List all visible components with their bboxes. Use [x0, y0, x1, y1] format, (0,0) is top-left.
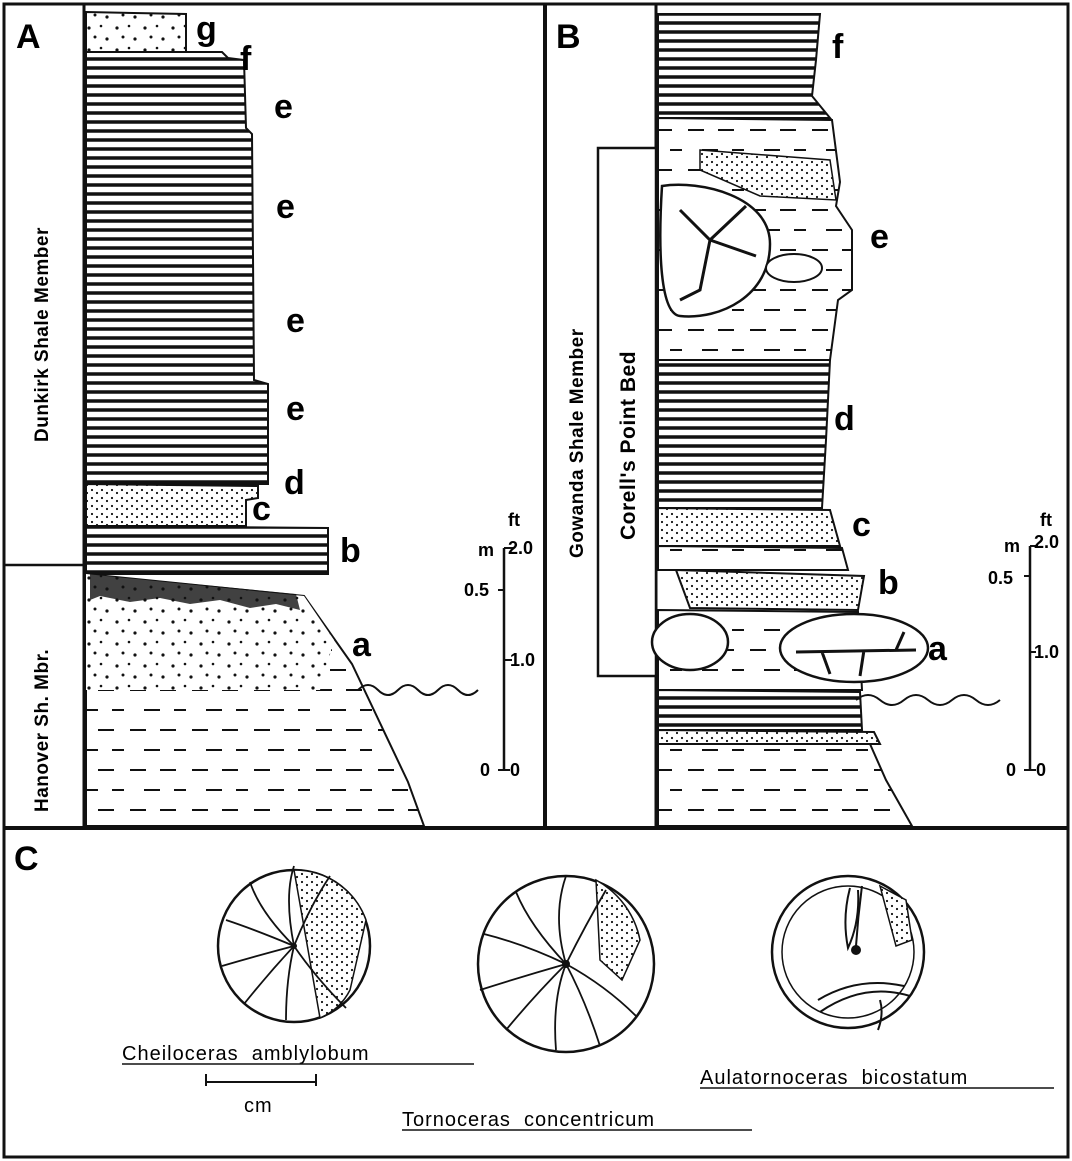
scale-bar-b: ft m 2.0 0.5 1.0 0 0 [988, 510, 1059, 780]
bed-label-d: d [284, 464, 305, 502]
bed-label-a: a [352, 626, 372, 664]
gowanda-shale-member-label: Gowanda Shale Member [567, 328, 588, 558]
bed-label-b-e: e [870, 218, 889, 256]
scale-a-ft-0: 0 [510, 760, 520, 780]
bed-label-b-c: c [852, 506, 871, 544]
dunkirk-shale-column [86, 52, 268, 484]
shale-bed-d [658, 360, 830, 508]
panel-c-letter: C [14, 840, 39, 878]
scale-b-m-05: 0.5 [988, 568, 1013, 588]
scale-bar-a: ft m 2.0 0.5 1.0 0 0 [464, 510, 535, 780]
bed-g-lens [86, 12, 186, 52]
sand-lenses-b [676, 570, 864, 610]
upper-shale-f [658, 14, 830, 118]
hanover-shale-member-label: Hanover Sh. Mbr. [32, 649, 53, 812]
bed-label-b-f: f [832, 28, 844, 66]
cm-scale-label: cm [244, 1095, 273, 1117]
lower-shale-b [658, 690, 862, 730]
dunkirk-shale-member-label: Dunkirk Shale Member [32, 227, 53, 442]
scale-b-ft-0: 0 [1036, 760, 1046, 780]
species-label-aulatornoceras: Aulatornoceras bicostatum [700, 1067, 968, 1089]
bed-label-g: g [196, 10, 217, 48]
bed-label-e-1: e [274, 88, 293, 126]
bed-label-c: c [252, 490, 271, 528]
scale-b-ft-2: 2.0 [1034, 532, 1059, 552]
panel-b-letter: B [556, 18, 581, 56]
scale-b-ft-label: ft [1040, 510, 1052, 530]
tornoceras-fossil-drawing [478, 876, 654, 1052]
bed-label-b-b: b [878, 564, 899, 602]
panel-a: A Dunkirk Shale Member Hanover Sh. Mbr. … [4, 4, 535, 828]
aulatornoceras-fossil-drawing [772, 876, 924, 1030]
scale-a-m-05: 0.5 [464, 580, 489, 600]
concretion-a-left [652, 614, 728, 670]
cheiloceras-fossil-drawing [218, 866, 370, 1022]
bed-label-e-2: e [276, 188, 295, 226]
panel-b: B Gowanda Shale Member Corell's Point Be… [556, 4, 1059, 828]
concretion-small [766, 254, 822, 282]
concretion-a-right [780, 614, 928, 682]
scale-a-ft-2: 2.0 [508, 538, 533, 558]
silt-bed-c [86, 484, 258, 526]
bed-label-f: f [240, 40, 252, 78]
bed-label-e-3: e [286, 302, 305, 340]
panel-a-letter: A [16, 18, 41, 56]
scale-a-ft-label: ft [508, 510, 520, 530]
shale-bed-b [86, 526, 328, 574]
water-line-a [358, 685, 478, 695]
water-line-b [856, 695, 1000, 705]
species-label-cheiloceras: Cheiloceras amblylobum [122, 1043, 370, 1065]
scale-b-m-0: 0 [1006, 760, 1016, 780]
scale-b-m-label: m [1004, 536, 1020, 556]
bed-label-b-a: a [928, 630, 948, 668]
gray-mudstone-b [658, 744, 912, 826]
scale-a-ft-1: 1.0 [510, 650, 535, 670]
species-label-tornoceras: Tornoceras concentricum [402, 1109, 655, 1131]
silt-bed-c-b [658, 508, 840, 546]
mud-layer-b [658, 546, 848, 570]
bed-label-b-d: d [834, 400, 855, 438]
scale-b-ft-1: 1.0 [1034, 642, 1059, 662]
scale-a-m-0: 0 [480, 760, 490, 780]
scale-a-m-label: m [478, 540, 494, 560]
corells-point-bed-label: Corell's Point Bed [617, 351, 640, 540]
panel-c: C [14, 840, 1054, 1131]
bed-label-e-4: e [286, 390, 305, 428]
silt-bed-lower [658, 730, 880, 744]
cm-scale-bar: cm [206, 1074, 316, 1117]
bed-label-b: b [340, 532, 361, 570]
